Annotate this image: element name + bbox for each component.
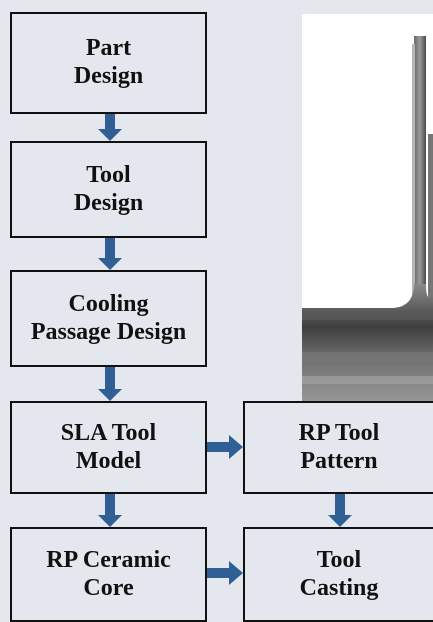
rp-ceramic-core-box: RP Ceramic Core	[10, 527, 207, 622]
sla-tool-model-box: SLA Tool Model	[10, 401, 207, 494]
rp-tool-pattern-box: RP Tool Pattern	[243, 401, 433, 494]
tool-design-box: Tool Design	[10, 141, 207, 238]
sla-tool-model-label: SLA Tool Model	[60, 419, 157, 474]
cooling-passage-design-box: Cooling Passage Design	[10, 270, 207, 367]
tool-casting-label: Tool Casting	[299, 546, 379, 601]
rp-ceramic-core-label: RP Ceramic Core	[46, 546, 171, 601]
arrow-ceramic-to-casting	[207, 561, 243, 585]
cast-tool-image	[302, 36, 433, 406]
part-design-box: Part Design	[10, 12, 207, 114]
arrow-part-to-tool	[98, 114, 122, 141]
arrow-sla-to-pattern	[207, 435, 243, 459]
arrow-sla-to-ceramic	[98, 494, 122, 527]
tool-casting-box: Tool Casting	[243, 527, 433, 622]
arrow-cooling-to-sla	[98, 367, 122, 401]
rp-tool-pattern-label: RP Tool Pattern	[298, 419, 380, 474]
cast-tool-photo	[302, 14, 433, 406]
arrow-pattern-to-casting	[328, 494, 352, 527]
cooling-passage-design-label: Cooling Passage Design	[30, 290, 187, 345]
arrow-tool-to-cooling	[98, 238, 122, 270]
part-design-label: Part Design	[73, 35, 144, 89]
tool-design-label: Tool Design	[73, 161, 144, 216]
